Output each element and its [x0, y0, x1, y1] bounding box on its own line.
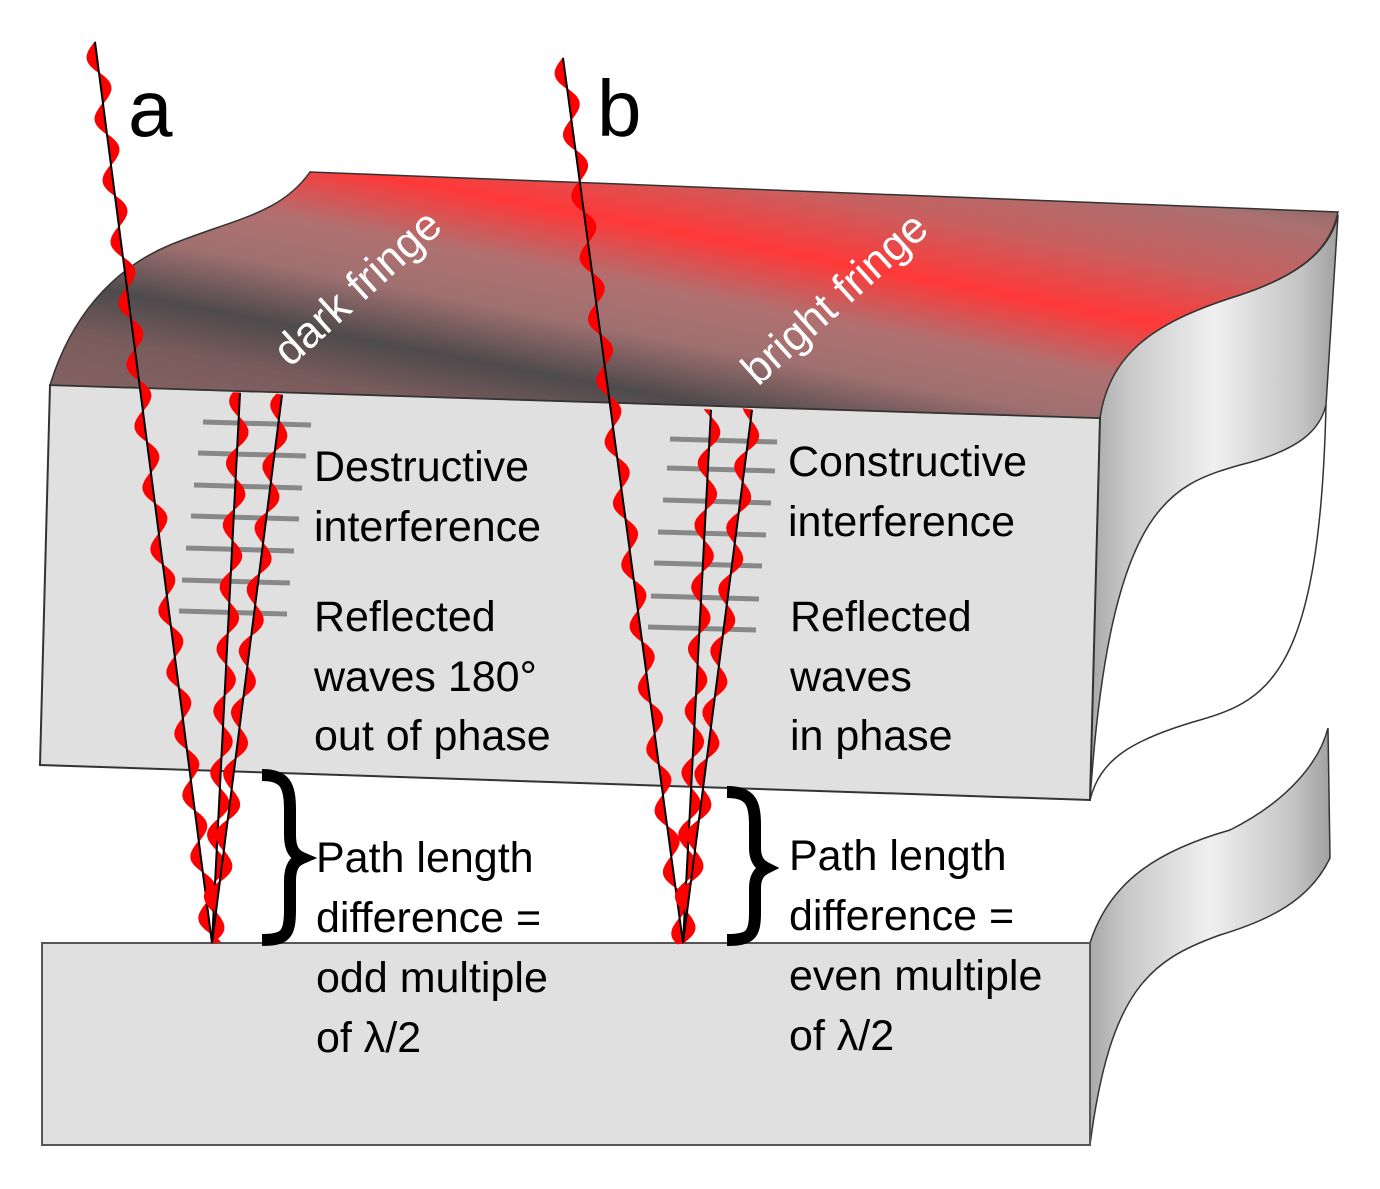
- panel-label-a: a: [128, 64, 173, 153]
- interference-line: interference: [788, 498, 1015, 546]
- wave-envelope: [86, 40, 222, 944]
- path-line: of λ/2: [316, 1014, 421, 1062]
- light-rays: [86, 40, 760, 945]
- incident-ray-a: [86, 40, 222, 944]
- top-slab-top-face: [48, 171, 1339, 419]
- ray-axis: [562, 57, 684, 944]
- panel-label-b: b: [597, 64, 642, 153]
- ray-axis: [94, 41, 213, 944]
- bottom-slab-side-face: [1089, 727, 1331, 1146]
- path-length-brace-a: [261, 769, 318, 946]
- interference-line: Destructive: [314, 443, 529, 491]
- ray-axis: [682, 409, 712, 944]
- path-line: Path length: [789, 832, 1007, 880]
- interference-line: Constructive: [788, 438, 1027, 486]
- incident-ray-b: [554, 56, 688, 945]
- wavefronts-b: [647, 436, 778, 633]
- path-length-brace-b: [726, 786, 780, 946]
- path-line: difference =: [789, 892, 1014, 940]
- panel-a-path-text: Path length difference = odd multiple of…: [316, 834, 548, 1062]
- panel-b-phase-text: Reflected waves in phase: [789, 593, 972, 760]
- wavefronts-a: [178, 419, 312, 617]
- top-slab-right-face-lower: [1089, 404, 1327, 801]
- phase-line: waves: [789, 653, 912, 701]
- panel-a-phase-text: Reflected waves 180° out of phase: [313, 593, 551, 760]
- phase-line: waves 180°: [313, 653, 537, 701]
- panel-a-interference-text: Destructive interference: [314, 443, 541, 551]
- reflected-ray-b-bottom: [678, 408, 760, 945]
- panel-b-interference-text: Constructive interference: [788, 438, 1027, 546]
- phase-line: Reflected: [314, 593, 496, 641]
- interference-line: interference: [314, 503, 541, 551]
- ray-axis: [211, 392, 241, 944]
- ray-axis: [682, 409, 753, 944]
- path-line: of λ/2: [789, 1012, 894, 1060]
- path-line: even multiple: [789, 952, 1042, 1000]
- reflected-ray-b-top: [674, 409, 721, 945]
- path-line: Path length: [316, 834, 534, 882]
- path-line: odd multiple: [316, 954, 548, 1002]
- phase-line: out of phase: [314, 712, 551, 760]
- bottom-slab-front-face: [41, 942, 1091, 1146]
- reflected-ray-a-top: [203, 392, 249, 945]
- phase-line: Reflected: [790, 593, 972, 641]
- wave-envelope: [554, 56, 688, 945]
- wave-envelope: [678, 408, 760, 945]
- ray-axis: [211, 394, 283, 944]
- path-line: difference =: [316, 894, 541, 942]
- panel-b-path-text: Path length difference = even multiple o…: [789, 832, 1042, 1060]
- reflected-ray-a-bottom: [207, 393, 288, 945]
- phase-line: in phase: [790, 712, 953, 760]
